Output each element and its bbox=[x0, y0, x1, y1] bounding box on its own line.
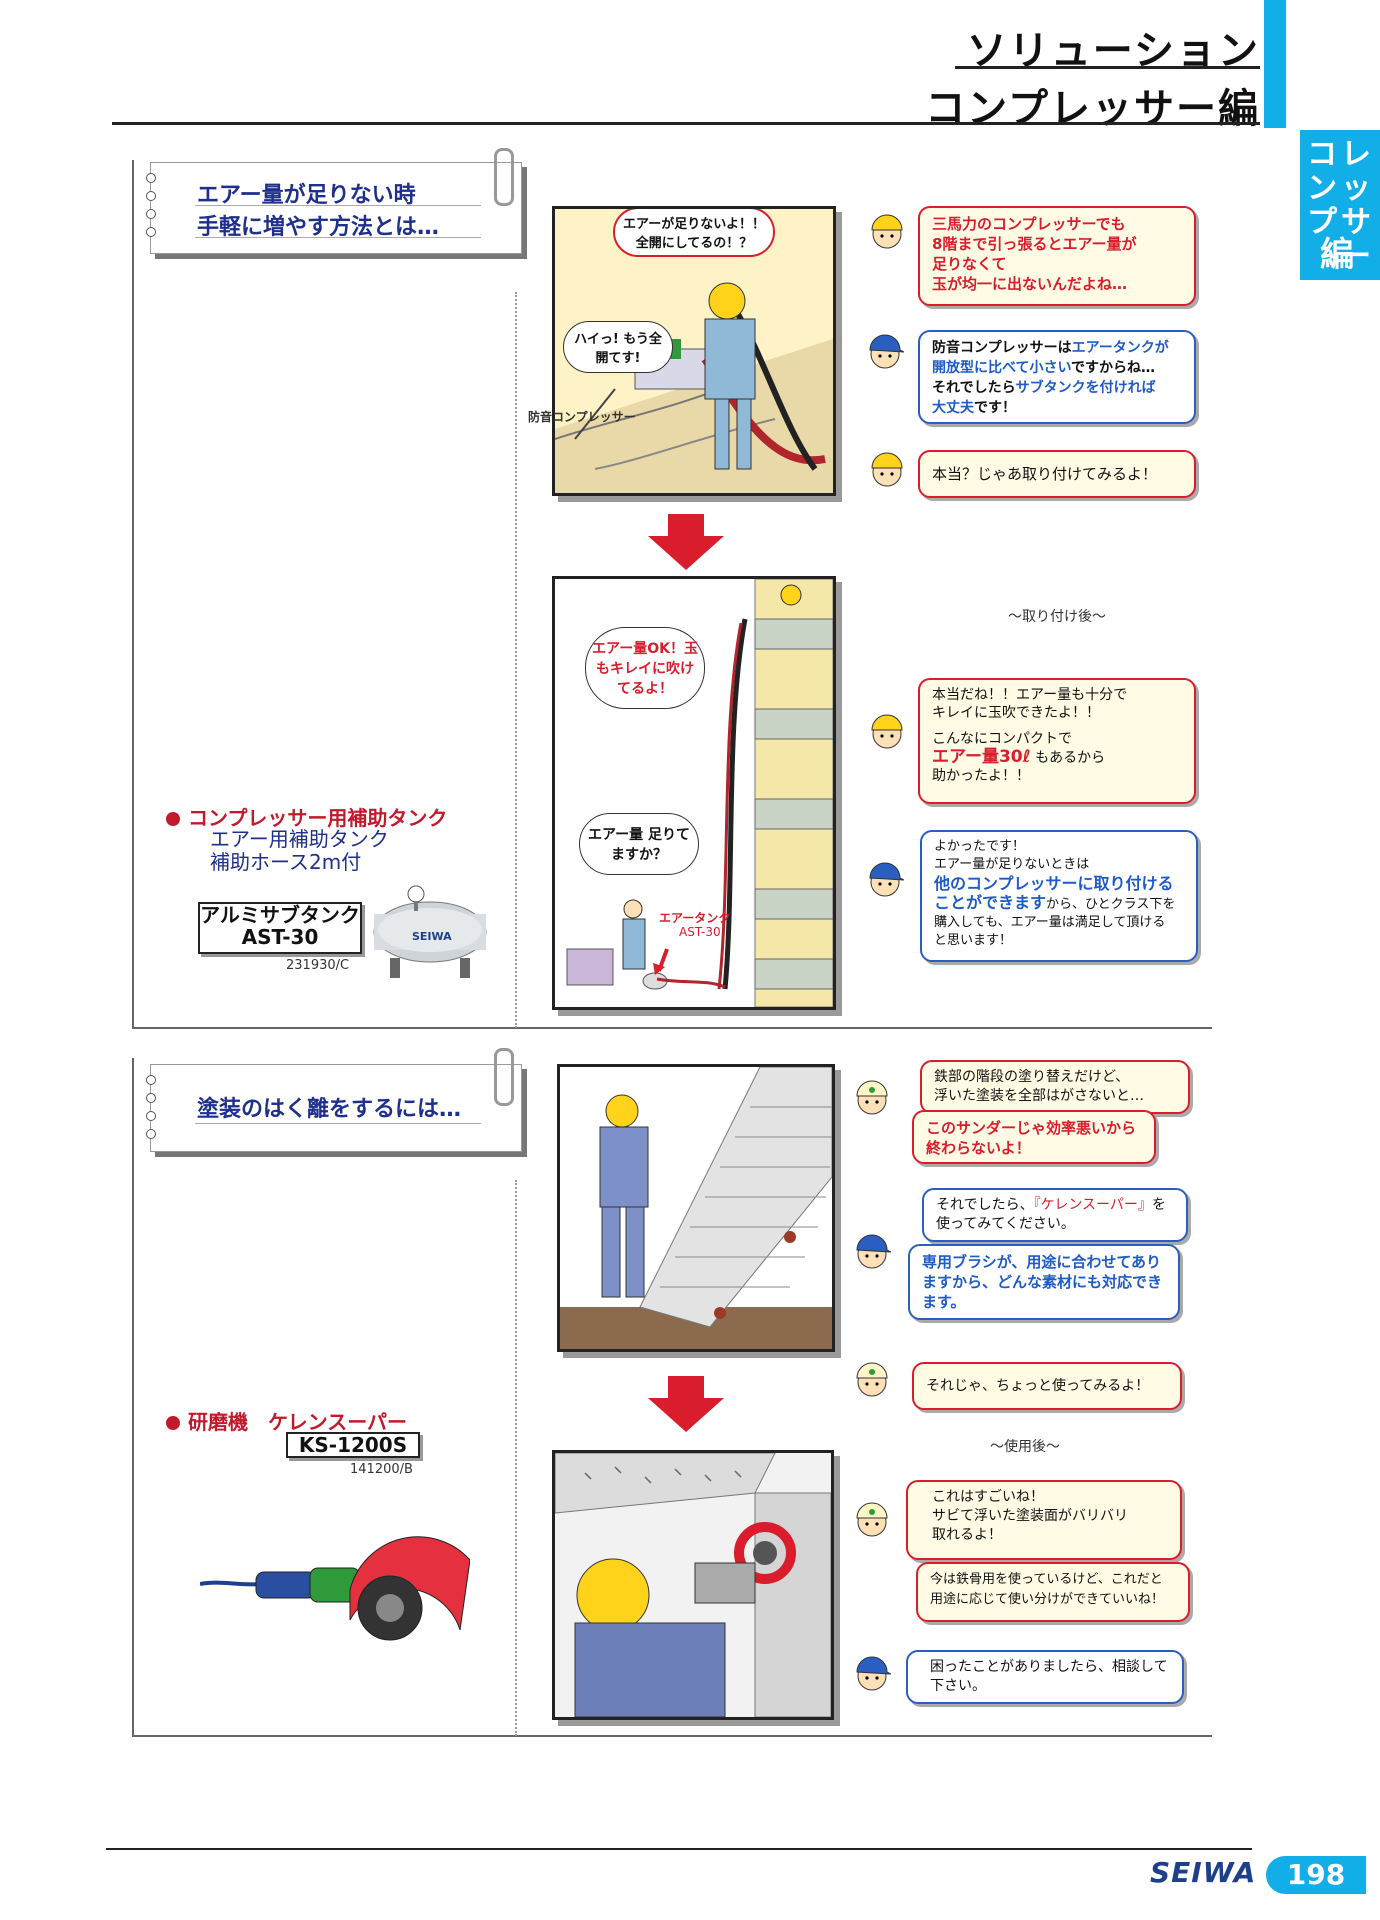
section1-left-border bbox=[132, 160, 134, 1028]
product1-desc-1: エアー用補助タンク bbox=[210, 827, 389, 851]
header-rule bbox=[112, 122, 1260, 125]
worker-face-icon bbox=[871, 214, 903, 249]
dialog-bubble-5: よかったです！ エアー量が足りないときは 他のコンプレッサーに取り付ける ことが… bbox=[920, 830, 1198, 962]
dialog-bubble-11: これはすごいね！ サビて浮いた塗装面がバリバリ 取れるよ！ bbox=[906, 1480, 1182, 1560]
comic2-shout-bubble: エアー量OK！玉もキレイに吹けてるよ！ bbox=[585, 627, 705, 709]
paperclip-icon bbox=[494, 1048, 514, 1106]
product1-code: 231930/C bbox=[286, 958, 350, 973]
dialog-bubble-12: 今は鉄骨用を使っているけど、これだと 用途に応じて使い分けができていいね！ bbox=[916, 1562, 1190, 1622]
product2-code: 141200/B bbox=[350, 1462, 413, 1477]
dialog-bubble-13: 困ったことがありましたら、相談して 下さい。 bbox=[906, 1650, 1184, 1704]
staff-face-icon bbox=[869, 862, 904, 897]
paperclip-icon bbox=[494, 148, 514, 206]
comic-panel-2: エアー量OK！玉もキレイに吹けてるよ！ エアー量 足りてますか？ エアータンク … bbox=[552, 576, 836, 1010]
after-use-label: 〜使用後〜 bbox=[990, 1439, 1060, 1455]
footer-brand-logo: SEIWA bbox=[1150, 1856, 1257, 1889]
comic2-ask-bubble: エアー量 足りてますか？ bbox=[579, 813, 699, 875]
comic2-tank-label: エアータンク bbox=[659, 911, 731, 925]
dialog-bubble-4: 本当だね！！エアー量も十分で キレイに玉吹できたよ！！ こんなにコンパクトで エ… bbox=[918, 678, 1196, 804]
section1-title-line1: エアー量が足りない時 bbox=[197, 183, 416, 208]
dialog-bubble-6: 鉄部の階段の塗り替えだけど、 浮いた塗装を全部はがさないと… bbox=[920, 1060, 1190, 1114]
section2-title-note: 塗装のはく離をするには… bbox=[146, 1064, 522, 1152]
section2-dotted-divider bbox=[515, 1180, 517, 1736]
section2-title-line1: 塗装のはく離をするには… bbox=[197, 1097, 462, 1122]
comic-panel-4 bbox=[552, 1450, 834, 1720]
worker-face-icon bbox=[856, 1080, 888, 1115]
comic-panel-1: エアーが足りないよ！！全開にしてるの！？ ハイっ! もう全開てす! bbox=[552, 206, 836, 496]
header-accent-bar bbox=[1264, 0, 1286, 128]
title-underline-1 bbox=[955, 66, 1260, 69]
comic1-shout-bubble: エアーが足りないよ！！全開にしてるの！？ bbox=[613, 209, 775, 257]
grinder-product-image bbox=[200, 1536, 470, 1641]
staff-face-icon bbox=[869, 334, 904, 369]
comic1-reply-bubble: ハイっ! もう全開てす! bbox=[563, 321, 673, 373]
worker-face-icon bbox=[856, 1502, 888, 1537]
comic2-tank-model: AST-30 bbox=[679, 925, 721, 939]
dialog-bubble-9: 専用ブラシが、用途に合わせてあり ますから、どんな素材にも対応でき ます。 bbox=[908, 1244, 1180, 1320]
air-tank-product-image: SEIWA bbox=[373, 885, 487, 978]
section1-title-line2: 手軽に増やす方法とは… bbox=[197, 215, 440, 240]
comic-panel-2-illustration bbox=[566, 579, 833, 1007]
section2-left-border bbox=[132, 1058, 134, 1736]
product2-heading: 研磨機 ケレンスーパー bbox=[166, 1406, 407, 1435]
dialog-bubble-7: このサンダーじゃ効率悪いから 終わらないよ！ bbox=[912, 1110, 1156, 1164]
product1-desc-2: 補助ホース2m付 bbox=[210, 850, 362, 874]
comic-panel-3-illustration bbox=[560, 1067, 832, 1349]
svg-text:SEIWA: SEIWA bbox=[412, 930, 452, 943]
dialog-bubble-2: 防音コンプレッサーはエアータンクが 開放型に比べて小さいですからね… それでした… bbox=[918, 330, 1196, 424]
worker-face-icon bbox=[871, 714, 903, 749]
side-category-tab: レ ッ サ ー コ ン プ 編 bbox=[1300, 130, 1380, 280]
dialog-bubble-3: 本当？じゃあ取り付けてみるよ！ bbox=[918, 450, 1196, 498]
worker-face-icon bbox=[871, 452, 903, 487]
down-arrow-icon bbox=[648, 514, 724, 570]
section2-bottom-rule bbox=[132, 1735, 1212, 1737]
product1-heading: コンプレッサー用補助タンク bbox=[166, 802, 447, 831]
dialog-bubble-1: 三馬力のコンプレッサーでも 8階まで引っ張るとエアー量が 足りなくて 玉が均一に… bbox=[918, 206, 1196, 306]
comic-panel-3 bbox=[557, 1064, 835, 1352]
comic1-compressor-label: 防音コンプレッサー bbox=[528, 410, 636, 424]
product1-model-box: アルミサブタンク AST-30 bbox=[198, 902, 362, 954]
staff-face-icon bbox=[856, 1234, 891, 1269]
worker-face-icon bbox=[856, 1362, 888, 1397]
product2-model-box: KS-1200S bbox=[286, 1432, 420, 1458]
dialog-bubble-10: それじゃ、ちょっと使ってみるよ！ bbox=[912, 1362, 1182, 1410]
down-arrow-icon bbox=[648, 1376, 724, 1432]
staff-face-icon bbox=[856, 1656, 891, 1691]
comic-panel-4-illustration bbox=[555, 1453, 831, 1717]
section1-dotted-divider bbox=[515, 292, 517, 1028]
section1-bottom-rule bbox=[132, 1027, 1212, 1029]
page-title-line2: コンプレッサー編 bbox=[925, 86, 1260, 132]
comic-panel-1-illustration bbox=[555, 282, 833, 493]
footer-rule bbox=[106, 1848, 1252, 1850]
after-install-label: 〜取り付け後〜 bbox=[1008, 609, 1106, 625]
section1-title-note: エアー量が足りない時 手軽に増やす方法とは… bbox=[146, 162, 522, 254]
dialog-bubble-8: それでしたら、『ケレンスーパー』を 使ってみてください。 bbox=[922, 1188, 1188, 1242]
page-number-badge: 198 bbox=[1266, 1856, 1366, 1894]
